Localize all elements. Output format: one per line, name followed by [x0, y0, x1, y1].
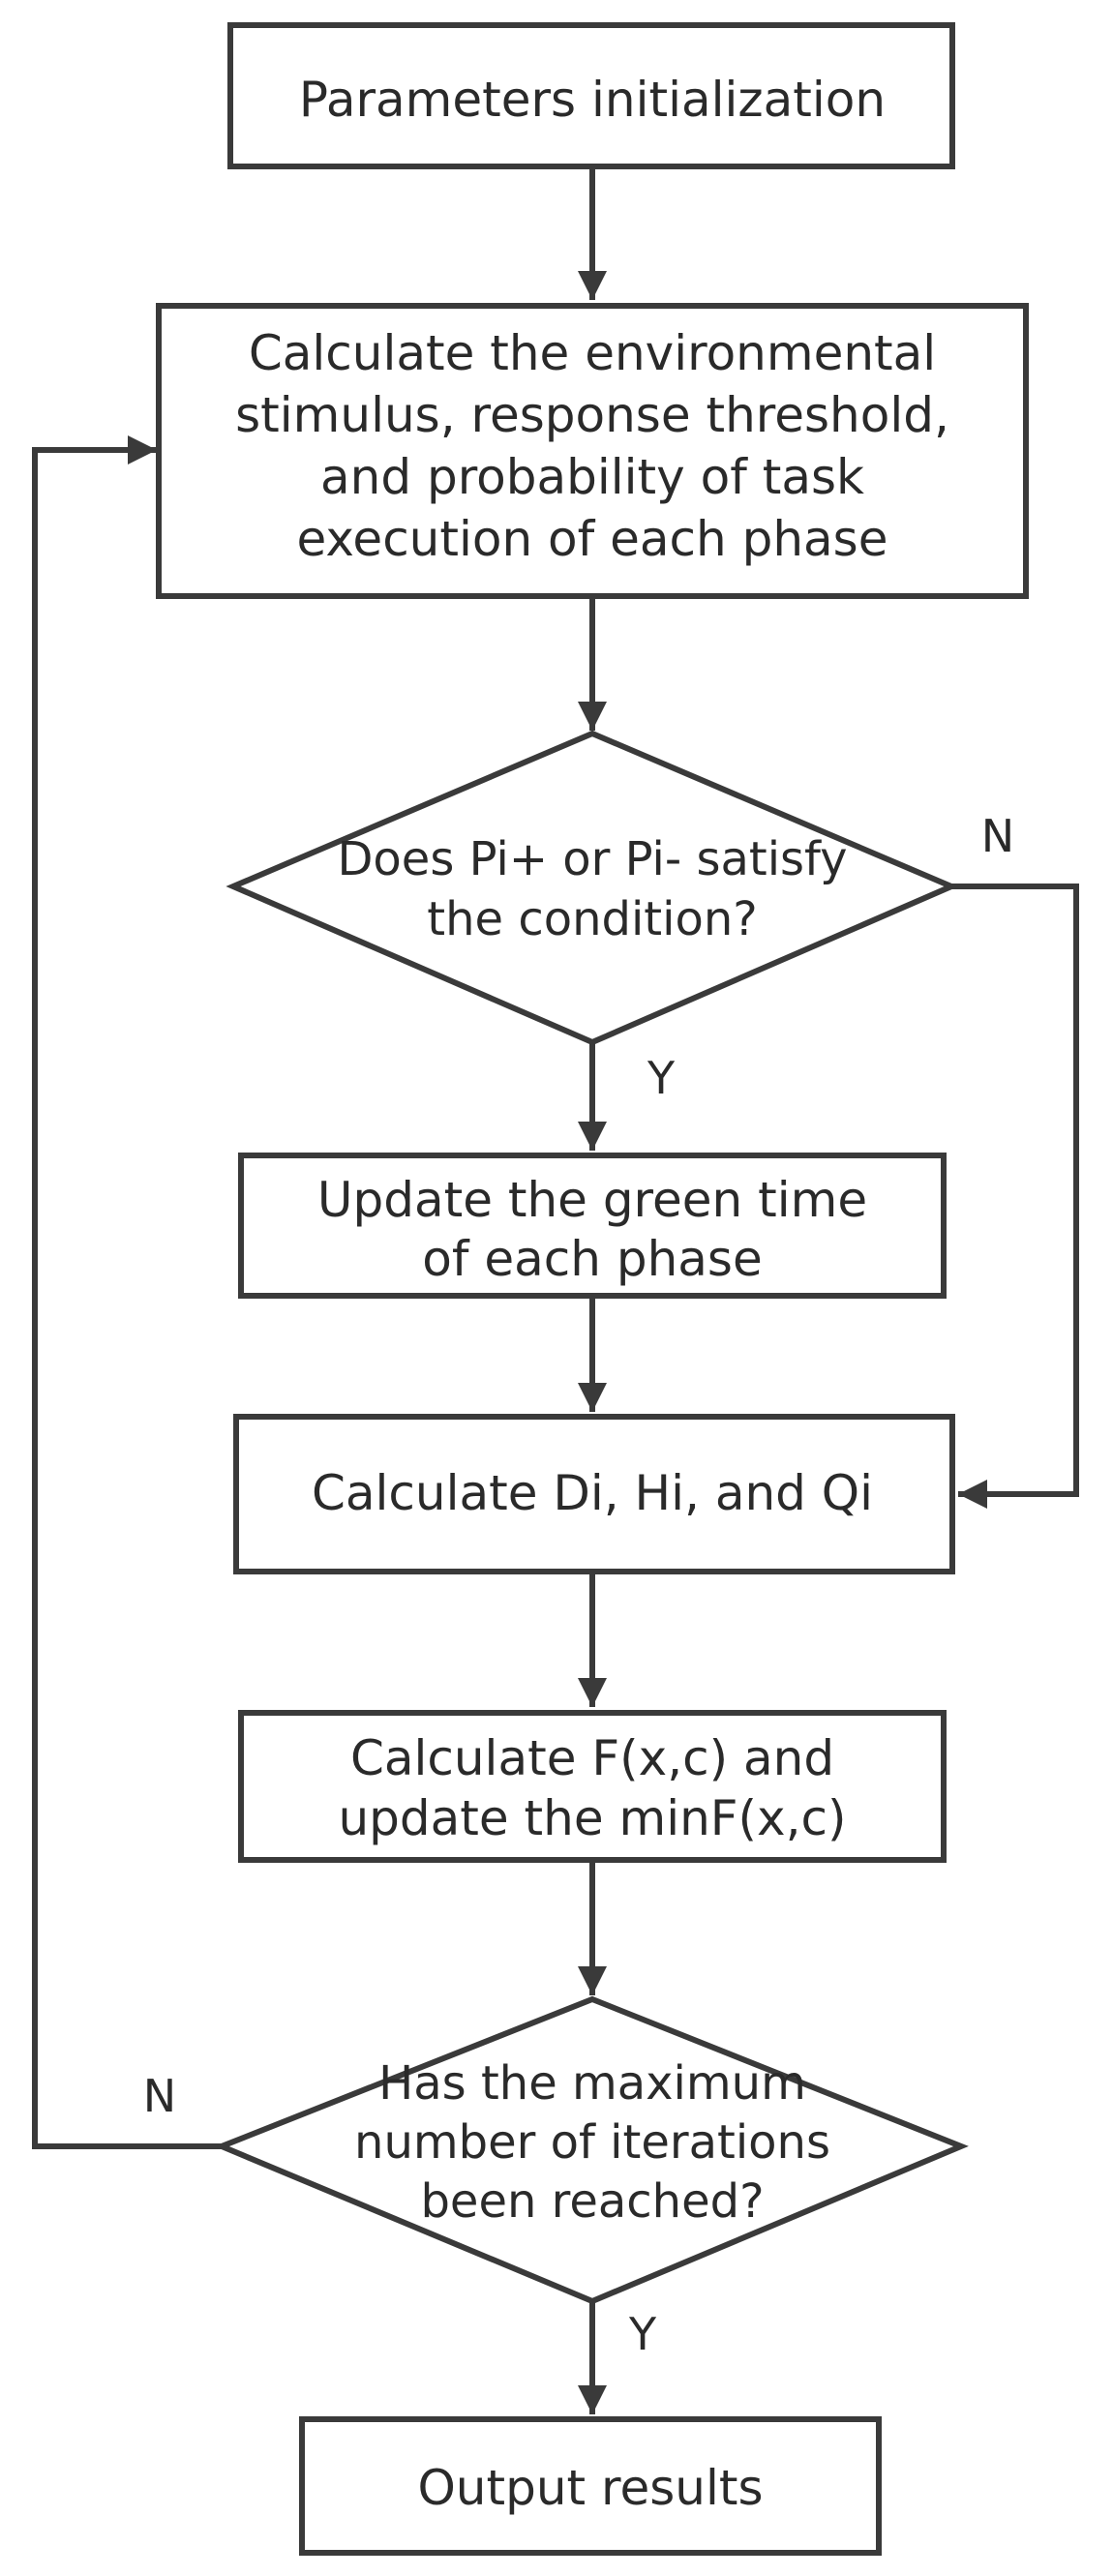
node-decision-pi-line-2: the condition?	[427, 892, 757, 946]
node-calc-stimulus-line-3: and probability of task	[320, 449, 864, 505]
node-decision-iter-line-2: number of iterations	[354, 2115, 830, 2170]
node-decision-iter: Has the maximum number of iterations bee…	[214, 1995, 969, 2305]
edge-label-pi-yes: Y	[647, 1052, 676, 1104]
edge-label-iter-yes: Y	[628, 2308, 657, 2360]
node-calc-f-line-2: update the minF(x,c)	[338, 1790, 846, 1846]
node-calc-dhq: Calculate Di, Hi, and Qi	[233, 1414, 955, 1574]
edge-label-pi-no: N	[981, 810, 1014, 862]
node-decision-iter-line-3: been reached?	[420, 2174, 764, 2229]
edge-label-iter-no: N	[143, 2070, 176, 2122]
node-init-line-1: Parameters initialization	[299, 72, 886, 128]
arrow-decision-pi-no-to-calc-dhq	[951, 884, 1079, 1509]
node-calc-dhq-line-1: Calculate Di, Hi, and Qi	[312, 1465, 873, 1521]
node-decision-pi-line-1: Does Pi+ or Pi- satisfy	[337, 832, 847, 886]
node-update-green: Update the green time of each phase	[238, 1153, 947, 1299]
node-calc-stimulus-line-2: stimulus, response threshold,	[235, 387, 949, 443]
node-init: Parameters initialization	[227, 22, 955, 169]
node-decision-iter-line-1: Has the maximum	[378, 2056, 806, 2111]
node-update-green-line-1: Update the green time	[317, 1172, 867, 1228]
node-update-green-line-2: of each phase	[422, 1231, 762, 1287]
node-output-line-1: Output results	[417, 2460, 763, 2516]
node-decision-pi: Does Pi+ or Pi- satisfy the condition?	[226, 730, 959, 1046]
node-calc-stimulus: Calculate the environmental stimulus, re…	[156, 303, 1029, 599]
node-calc-stimulus-line-1: Calculate the environmental	[249, 325, 936, 381]
node-calc-f: Calculate F(x,c) and update the minF(x,c…	[238, 1710, 947, 1863]
node-calc-stimulus-line-4: execution of each phase	[297, 511, 888, 567]
arrow-decision-iter-no-loop-to-calc-stimulus	[32, 435, 222, 2149]
node-output: Output results	[299, 2416, 882, 2556]
node-calc-f-line-1: Calculate F(x,c) and	[350, 1730, 834, 1786]
